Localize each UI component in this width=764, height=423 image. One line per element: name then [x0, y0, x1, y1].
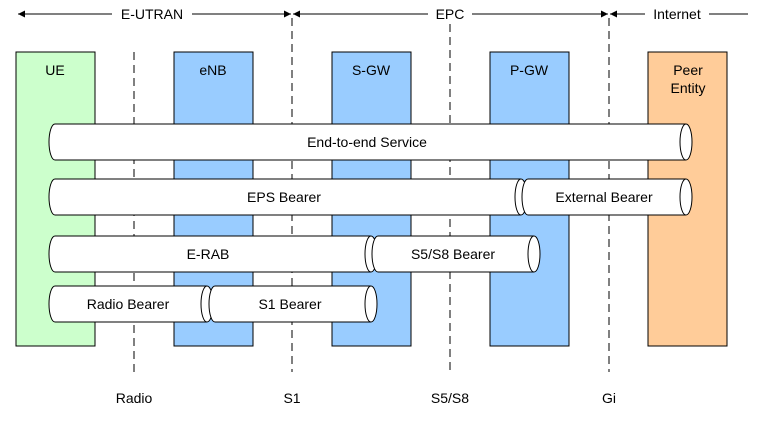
internet-label: Internet — [653, 6, 701, 22]
end-to-end-service-pipe: End-to-end Service — [48, 123, 693, 161]
eutran-label: E-UTRAN — [121, 6, 183, 22]
gi-interface-label: Gi — [602, 390, 616, 406]
sgw-label: S-GW — [352, 62, 391, 78]
peer-label-line2: Entity — [670, 80, 705, 96]
bearer-pipes: End-to-end Service EPS Bearer External B… — [48, 123, 693, 323]
pgw-label: P-GW — [510, 62, 549, 78]
erab-label: E-RAB — [187, 246, 230, 262]
radio-bearer-label: Radio Bearer — [87, 296, 170, 312]
eps-bearer-label: EPS Bearer — [247, 189, 321, 205]
interface-labels: Radio S1 S5/S8 Gi — [116, 390, 616, 406]
erab-pipe: E-RAB — [48, 235, 378, 273]
eps-bearer-pipe: EPS Bearer — [48, 178, 528, 216]
domain-arrows: E-UTRAN EPC Internet — [18, 5, 748, 22]
s1-bearer-label: S1 Bearer — [258, 296, 321, 312]
external-bearer-pipe: External Bearer — [521, 178, 693, 216]
s5s8-interface-label: S5/S8 — [431, 390, 469, 406]
radio-bearer-pipe: Radio Bearer — [48, 285, 214, 323]
s5s8-bearer-pipe: S5/S8 Bearer — [371, 235, 541, 273]
end-to-end-service-label: End-to-end Service — [307, 134, 427, 150]
s1-interface-label: S1 — [283, 390, 300, 406]
peer-label-line1: Peer — [673, 62, 703, 78]
s5s8-bearer-label: S5/S8 Bearer — [411, 246, 495, 262]
ue-label: UE — [45, 62, 64, 78]
radio-interface-label: Radio — [116, 390, 153, 406]
epc-label: EPC — [436, 6, 465, 22]
s1-bearer-pipe: S1 Bearer — [208, 285, 378, 323]
enb-label: eNB — [199, 62, 226, 78]
external-bearer-label: External Bearer — [555, 189, 653, 205]
